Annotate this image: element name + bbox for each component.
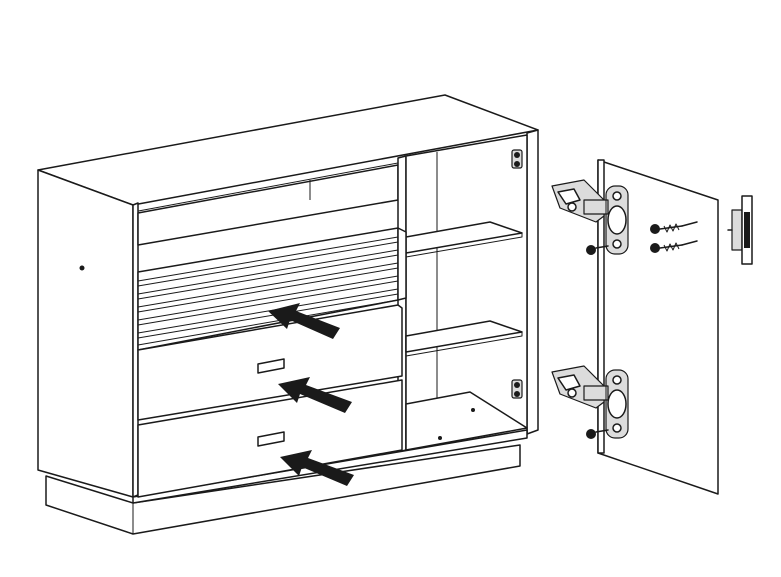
hinge-icon <box>551 365 609 409</box>
side-dowel-hole <box>79 265 85 271</box>
door <box>597 159 719 495</box>
door-edge <box>597 159 605 454</box>
left-side-panel <box>37 169 134 498</box>
cabinet-hinge-plate-top <box>511 149 523 169</box>
right-side-panel <box>526 129 539 435</box>
drawers <box>137 227 407 498</box>
arrow-icon <box>280 450 354 486</box>
shelf-pin-hole <box>471 408 475 412</box>
door-hinge-cup-bottom <box>605 369 629 439</box>
cabinet-hinge-plate-bottom <box>511 379 523 399</box>
drawer-middle-handle <box>257 358 285 374</box>
arrows <box>268 303 354 486</box>
magnetic-catch-icon <box>727 195 753 265</box>
screw-icon <box>586 245 609 255</box>
right-bottom-panel <box>405 391 528 451</box>
shelf-pin-hole <box>438 436 442 440</box>
hinge-icon <box>551 179 609 223</box>
arrow-icon <box>278 377 352 413</box>
cabinet <box>37 94 539 535</box>
shelf-lower-edge <box>405 332 523 357</box>
arrow-icon <box>268 303 340 339</box>
screw-icon <box>650 240 698 253</box>
screw-icon <box>586 429 609 439</box>
door-hinge-cup-top <box>605 185 629 255</box>
screw-icon <box>650 221 698 234</box>
drawer-bottom-handle <box>257 431 285 447</box>
